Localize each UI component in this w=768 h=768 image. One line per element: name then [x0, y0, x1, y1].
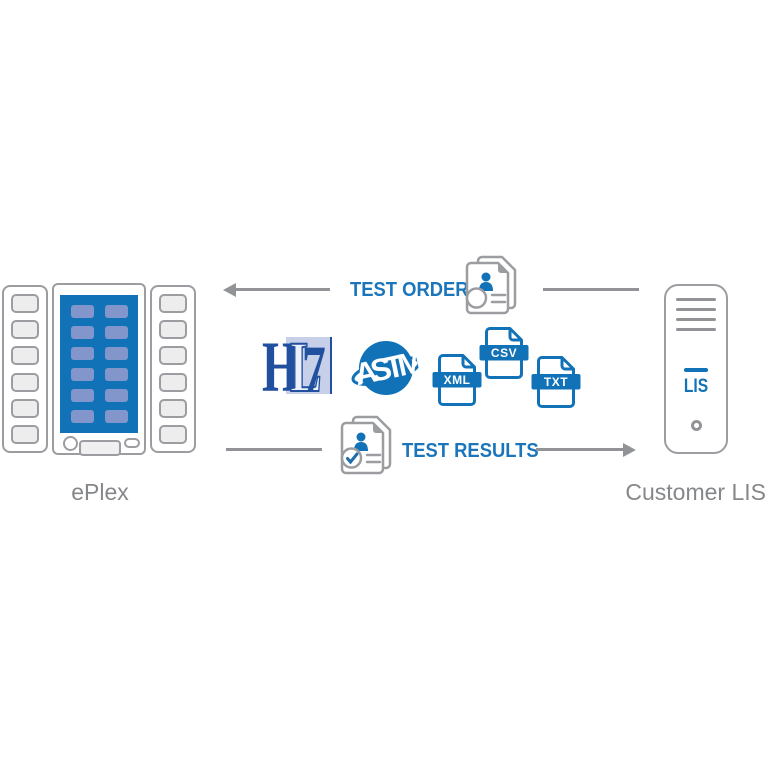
server-vent-bar — [676, 308, 716, 311]
cartridge-slot — [11, 294, 39, 314]
cartridge-tile — [71, 326, 94, 339]
eplex-center-tower — [52, 283, 146, 456]
cartridge-tile — [71, 305, 94, 318]
cartridge-tile — [71, 389, 94, 402]
hl7-letter-7: 7 — [302, 331, 326, 407]
hl7-logo: H L 7 — [262, 327, 332, 407]
cartridge-tile — [105, 368, 128, 381]
astm-text: ASTM — [351, 344, 422, 392]
csv-file-icon: CSV — [479, 327, 529, 379]
orders-arrowhead-icon — [223, 283, 236, 297]
eplex-label: ePlex — [71, 479, 129, 505]
hl7-letter-h: H — [262, 327, 299, 407]
cartridge-tile — [105, 326, 128, 339]
cartridge-tile — [105, 347, 128, 360]
cartridge-tile — [71, 347, 94, 360]
results-arrow-line — [536, 448, 624, 451]
csv-file-label: CSV — [491, 346, 517, 360]
eplex-left-bay — [2, 285, 48, 453]
eplex-right-bay — [150, 285, 196, 453]
cartridge-slot — [159, 294, 187, 314]
checkmark-icon — [346, 452, 359, 465]
eplex-indicator — [124, 438, 140, 448]
cartridge-tile — [105, 410, 128, 423]
results-flow-label: TEST RESULTS — [402, 440, 539, 462]
eplex-touchscreen — [60, 295, 138, 433]
cartridge-slot — [159, 346, 187, 366]
cartridge-slot — [159, 320, 187, 340]
txt-file-icon: TXT — [531, 356, 581, 408]
cartridge-tile — [71, 410, 94, 423]
txt-file-label: TXT — [544, 375, 568, 389]
order-document-icon — [465, 255, 517, 315]
results-arrowhead-icon — [623, 443, 636, 457]
cartridge-tile — [71, 368, 94, 381]
cartridge-slot — [11, 398, 39, 418]
cartridge-tile — [105, 389, 128, 402]
hl7-square — [286, 337, 332, 394]
cartridge-slot — [159, 424, 187, 444]
orders-line-from-lis — [543, 288, 639, 291]
server-blue-bar — [684, 368, 708, 372]
results-line-from-eplex — [226, 448, 322, 451]
eplex-power-button — [63, 436, 78, 451]
cartridge-slot — [11, 372, 39, 392]
result-document-icon — [340, 415, 392, 475]
orders-arrow-line — [234, 288, 330, 291]
xml-file-icon: XML — [432, 354, 482, 406]
cartridge-tile — [105, 305, 128, 318]
lis-badge: LIS — [683, 376, 709, 397]
server-power-button — [691, 420, 702, 431]
cartridge-slot — [11, 424, 39, 444]
xml-file-label: XML — [444, 373, 471, 387]
astm-logo: ASTM — [351, 341, 422, 395]
hl7-letter-l: L — [289, 327, 322, 407]
cartridge-slot — [159, 398, 187, 418]
cartridge-slot — [159, 372, 187, 392]
eplex-tray — [79, 440, 121, 456]
server-vent-bar — [676, 318, 716, 321]
customer-lis-label: Customer LIS — [625, 479, 766, 505]
orders-flow-label: TEST ORDERS — [350, 279, 481, 301]
server-vent-bar — [676, 298, 716, 301]
cartridge-slot — [11, 320, 39, 340]
server-vent-bar — [676, 328, 716, 331]
cartridge-slot — [11, 346, 39, 366]
lis-server: LIS — [664, 284, 728, 454]
